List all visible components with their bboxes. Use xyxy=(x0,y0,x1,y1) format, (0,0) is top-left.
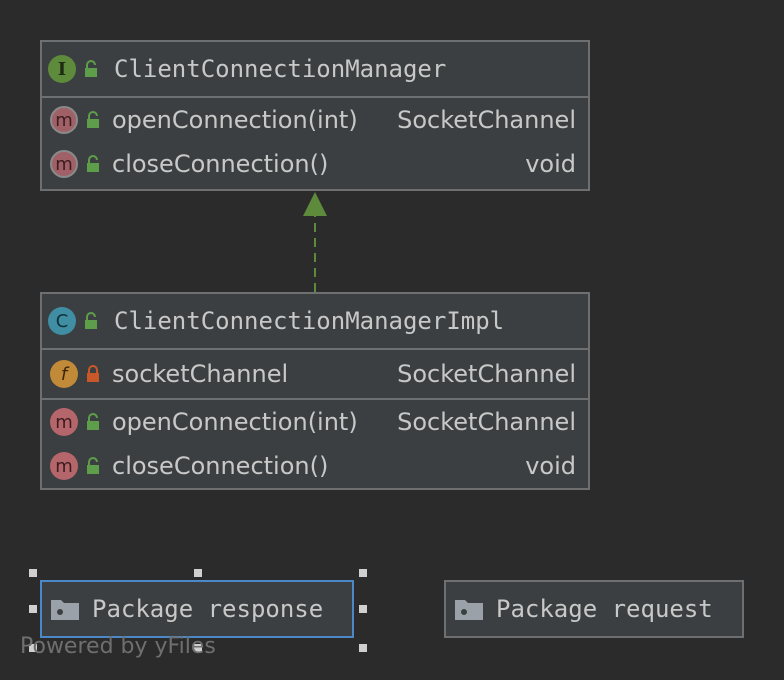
public-lock-icon xyxy=(87,155,99,172)
package-request-node[interactable]: Package request xyxy=(444,580,744,638)
selection-handle[interactable] xyxy=(359,605,367,613)
class-node[interactable]: C ClientConnectionManagerImpl f socketCh… xyxy=(40,292,590,490)
selection-handle[interactable] xyxy=(359,644,367,652)
realization-arrowhead xyxy=(303,192,327,216)
method-return-type: void xyxy=(525,452,576,480)
method-return-type: SocketChannel xyxy=(397,408,576,436)
method-icon: m xyxy=(50,150,78,178)
interface-icon: I xyxy=(48,55,76,83)
field-row[interactable]: f socketChannel SocketChannel xyxy=(42,350,588,398)
public-lock-icon xyxy=(87,111,99,128)
method-name: openConnection(int) xyxy=(112,408,358,436)
selection-handle[interactable] xyxy=(29,605,37,613)
selection-handle[interactable] xyxy=(194,644,202,652)
package-label: Package request xyxy=(496,595,713,623)
watermark-text: Powered by yFiles xyxy=(20,634,216,659)
interface-methods-section: m openConnection(int) SocketChannel m cl… xyxy=(42,98,588,186)
method-name: closeConnection() xyxy=(112,150,329,178)
method-row[interactable]: m openConnection(int) SocketChannel xyxy=(42,98,588,142)
method-name: openConnection(int) xyxy=(112,106,358,134)
method-row[interactable]: m closeConnection() void xyxy=(42,444,588,488)
public-lock-icon xyxy=(87,457,99,474)
field-icon: f xyxy=(50,360,78,388)
method-icon: m xyxy=(50,452,78,480)
public-lock-icon xyxy=(85,60,97,77)
method-name: closeConnection() xyxy=(112,452,329,480)
method-row[interactable]: m closeConnection() void xyxy=(42,142,588,186)
interface-node-header: I ClientConnectionManager xyxy=(42,42,588,98)
field-type: SocketChannel xyxy=(397,360,576,388)
folder-icon xyxy=(51,600,79,620)
field-name: socketChannel xyxy=(112,360,289,388)
method-row[interactable]: m openConnection(int) SocketChannel xyxy=(42,400,588,444)
package-response-node[interactable]: Package response xyxy=(40,580,354,638)
selection-handle[interactable] xyxy=(29,644,37,652)
method-icon: m xyxy=(50,408,78,436)
selection-handle[interactable] xyxy=(29,569,37,577)
public-lock-icon xyxy=(85,312,97,329)
class-fields-section: f socketChannel SocketChannel xyxy=(42,350,588,400)
package-label: Package response xyxy=(92,595,324,623)
interface-node[interactable]: I ClientConnectionManager m openConnecti… xyxy=(40,40,590,191)
class-node-header: C ClientConnectionManagerImpl xyxy=(42,294,588,350)
class-icon: C xyxy=(48,307,76,335)
interface-title: ClientConnectionManager xyxy=(114,55,447,83)
folder-icon xyxy=(455,600,483,620)
class-methods-section: m openConnection(int) SocketChannel m cl… xyxy=(42,400,588,488)
method-icon: m xyxy=(50,106,78,134)
class-title: ClientConnectionManagerImpl xyxy=(114,307,505,335)
method-return-type: void xyxy=(525,150,576,178)
method-return-type: SocketChannel xyxy=(397,106,576,134)
public-lock-icon xyxy=(87,413,99,430)
private-lock-icon xyxy=(87,365,99,382)
selection-handle[interactable] xyxy=(194,569,202,577)
selection-handle[interactable] xyxy=(359,569,367,577)
